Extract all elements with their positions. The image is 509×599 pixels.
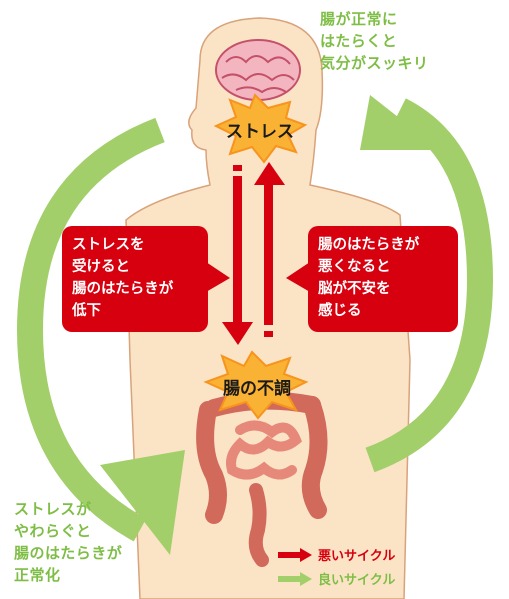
- brain-icon: [216, 40, 300, 100]
- bottom-left-caption: ストレスが やわらぐと 腸のはたらきが 正常化: [14, 498, 122, 586]
- right-callout: 腸のはたらきが 悪くなると 脳が不安を 感じる: [308, 226, 458, 332]
- legend-good-cycle: 良いサイクル: [278, 569, 395, 588]
- legend-bad-cycle: 悪いサイクル: [278, 545, 395, 564]
- green-arrow-icon: [278, 572, 312, 586]
- legend-good-cycle-label: 良いサイクル: [318, 569, 395, 588]
- red-arrow-icon: [278, 548, 312, 562]
- gut-burst-label: 腸の不調: [214, 374, 300, 399]
- legend-bad-cycle-label: 悪いサイクル: [318, 545, 395, 564]
- top-right-caption: 腸が正常に はたらくと 気分がスッキリ: [320, 8, 429, 74]
- left-callout: ストレスを 受けると 腸のはたらきが 低下: [62, 226, 208, 332]
- stress-burst-label: ストレス: [220, 117, 300, 142]
